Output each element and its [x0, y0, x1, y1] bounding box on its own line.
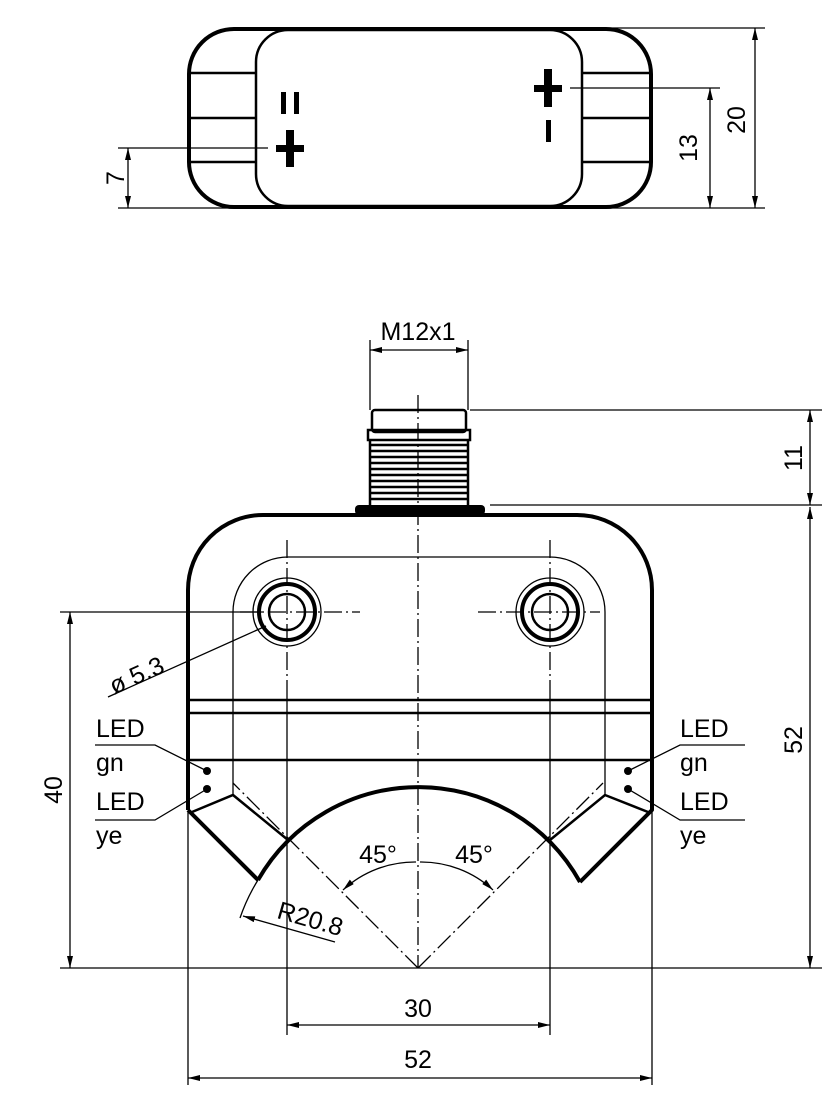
cover-outline — [232, 556, 606, 795]
minus-icon — [546, 120, 551, 142]
housing-outline — [186, 513, 654, 884]
plus-icon — [534, 69, 562, 107]
center-lines — [232, 395, 604, 969]
equals-icon — [281, 92, 299, 114]
dim-hole-diameter: ø 5.3 — [105, 651, 168, 700]
top-view: 7 13 20 — [102, 27, 765, 209]
dim-20: 20 — [723, 106, 751, 134]
notch-lines — [191, 793, 649, 841]
m12-connector — [355, 408, 485, 515]
dim-52-width: 52 — [404, 1046, 432, 1074]
angle-left: 45° — [359, 841, 397, 869]
led-leaders — [95, 744, 745, 821]
dim-40: 40 — [40, 776, 68, 804]
dim-13: 13 — [675, 134, 703, 162]
housing-bands — [188, 698, 652, 762]
dim-7: 7 — [102, 171, 130, 185]
front-view: LED gn LED ye LED gn LED ye — [40, 318, 822, 1085]
dim-30: 30 — [404, 995, 432, 1023]
led-color-left-1: gn — [96, 749, 124, 777]
plus-icon — [276, 130, 304, 167]
led-color-left-2: ye — [96, 822, 122, 850]
led-label-left-1: LED — [96, 715, 145, 743]
led-label-right-1: LED — [680, 715, 729, 743]
dim-11: 11 — [780, 445, 808, 471]
led-color-right-2: ye — [680, 822, 706, 850]
top-dimension-lines — [118, 27, 765, 209]
led-color-right-1: gn — [680, 749, 708, 777]
dim-52-height: 52 — [780, 726, 808, 754]
angle-right: 45° — [455, 841, 493, 869]
led-label-left-2: LED — [96, 788, 145, 816]
top-center-cover — [254, 28, 584, 208]
front-dimension-lines — [60, 340, 822, 1085]
led-label-right-2: LED — [680, 788, 729, 816]
sensing-arc — [256, 785, 582, 883]
top-ribs — [191, 71, 649, 164]
dim-thread: M12x1 — [380, 318, 455, 346]
